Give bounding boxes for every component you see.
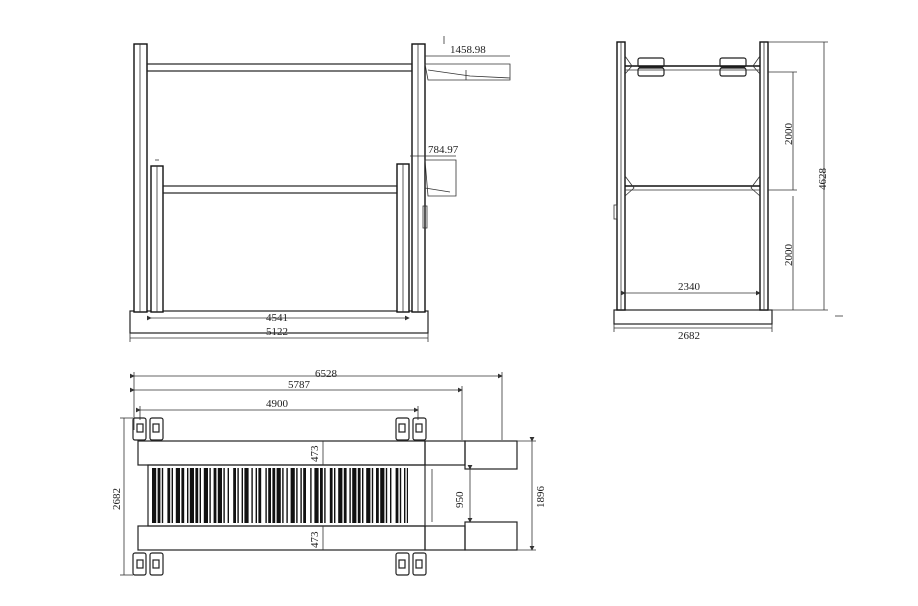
dim-label-2000-lower: 2000 bbox=[783, 244, 795, 267]
dim-label-4628: 4628 bbox=[817, 168, 829, 191]
grating-bar bbox=[282, 468, 284, 523]
grating-bar bbox=[276, 468, 281, 523]
grating-bar bbox=[296, 468, 298, 523]
grating-bar bbox=[310, 468, 312, 523]
grating-bar bbox=[187, 468, 189, 523]
grating-bar bbox=[167, 468, 171, 523]
grating-bar bbox=[223, 468, 225, 523]
top-post-br bbox=[395, 552, 427, 576]
grating-bar bbox=[195, 468, 199, 523]
grating-bar bbox=[290, 468, 295, 523]
grating-bar bbox=[255, 468, 257, 523]
top-post-tr bbox=[395, 417, 427, 441]
top-lower-ramp bbox=[464, 521, 518, 551]
front-left-tall-post bbox=[133, 43, 148, 313]
grating-bar bbox=[258, 468, 262, 523]
grating-bar bbox=[152, 468, 157, 523]
grating-bar bbox=[300, 468, 302, 523]
grating-bar bbox=[233, 468, 236, 523]
grating-bar bbox=[320, 468, 323, 523]
dim-label-784: 784.97 bbox=[428, 144, 459, 156]
grating-bar bbox=[366, 468, 371, 523]
front-upper-beam bbox=[146, 63, 413, 72]
grating-bar bbox=[203, 468, 208, 523]
dim-label-1896: 1896 bbox=[535, 486, 547, 509]
grating-bar bbox=[209, 468, 211, 523]
grating-bar bbox=[244, 468, 249, 523]
dim-label-5787: 5787 bbox=[288, 379, 311, 391]
grating-bar bbox=[349, 468, 351, 523]
dim-label-1458: 1458.98 bbox=[450, 44, 486, 56]
grating-bar bbox=[213, 468, 217, 523]
grating-bar bbox=[343, 468, 347, 523]
front-view: 1458.98 784.97 4541 5122 bbox=[129, 36, 511, 342]
side-upper-carriage-right bbox=[719, 57, 747, 68]
grating-bar bbox=[272, 468, 276, 523]
grating-bar bbox=[404, 468, 406, 523]
dim-label-4900: 4900 bbox=[266, 398, 289, 410]
dim-label-4541: 4541 bbox=[266, 312, 288, 324]
grating-bar bbox=[265, 468, 267, 523]
dim-label-473-lower: 473 bbox=[309, 531, 321, 548]
grating-bar bbox=[357, 468, 361, 523]
grating-bars bbox=[152, 468, 408, 523]
grating-bar bbox=[395, 468, 399, 523]
grating-bar bbox=[189, 468, 194, 523]
top-post-tl bbox=[132, 417, 164, 441]
grating-bar bbox=[380, 468, 385, 523]
grating-bar bbox=[334, 468, 336, 523]
grating-bar bbox=[406, 468, 408, 523]
grating-bar bbox=[171, 468, 173, 523]
grating-bar bbox=[362, 468, 364, 523]
grating-bar bbox=[227, 468, 229, 523]
grating-bar bbox=[314, 468, 319, 523]
top-upper-ramp bbox=[464, 440, 518, 470]
top-upper-deck bbox=[137, 440, 426, 466]
grating-bar bbox=[371, 468, 374, 523]
grating-bar bbox=[181, 468, 185, 523]
grating-bar bbox=[329, 468, 333, 523]
grating-bar bbox=[175, 468, 180, 523]
grating-bar bbox=[338, 468, 343, 523]
grating-bar bbox=[237, 468, 239, 523]
dim-label-950: 950 bbox=[454, 491, 466, 508]
front-right-tall-post bbox=[411, 43, 426, 313]
grating-bar bbox=[161, 468, 164, 523]
side-upper-carriage-left bbox=[637, 57, 665, 68]
grating-bar bbox=[385, 468, 388, 523]
dim-label-2682-side: 2682 bbox=[678, 330, 700, 342]
dim-label-6528: 6528 bbox=[315, 368, 338, 380]
dim-label-2340: 2340 bbox=[678, 281, 701, 293]
grating-bar bbox=[199, 468, 201, 523]
grating-bar bbox=[217, 468, 222, 523]
grating-bar bbox=[399, 468, 402, 523]
grating-bar bbox=[268, 468, 271, 523]
dim-label-473-upper: 473 bbox=[309, 445, 321, 462]
grating-bar bbox=[157, 468, 161, 523]
side-base-plate bbox=[613, 309, 773, 325]
grating-bar bbox=[352, 468, 357, 523]
dim-label-2682-top: 2682 bbox=[111, 488, 123, 510]
grating-bar bbox=[376, 468, 379, 523]
grating-bar bbox=[251, 468, 253, 523]
front-base-plate bbox=[129, 310, 429, 334]
dim-label-2000-upper: 2000 bbox=[783, 123, 795, 146]
top-lower-deck bbox=[137, 525, 426, 551]
grating-bar bbox=[390, 468, 392, 523]
top-post-bl bbox=[132, 552, 164, 576]
grating-bar bbox=[303, 468, 306, 523]
top-view: 6528 5787 4900 bbox=[111, 368, 547, 576]
side-view: 2000 2000 4628 2340 2682 bbox=[613, 41, 843, 342]
grating-bar bbox=[324, 468, 326, 523]
grating-bar bbox=[241, 468, 243, 523]
grating-bar bbox=[286, 468, 288, 523]
dim-label-5122: 5122 bbox=[266, 326, 288, 338]
front-lower-beam bbox=[162, 185, 398, 194]
